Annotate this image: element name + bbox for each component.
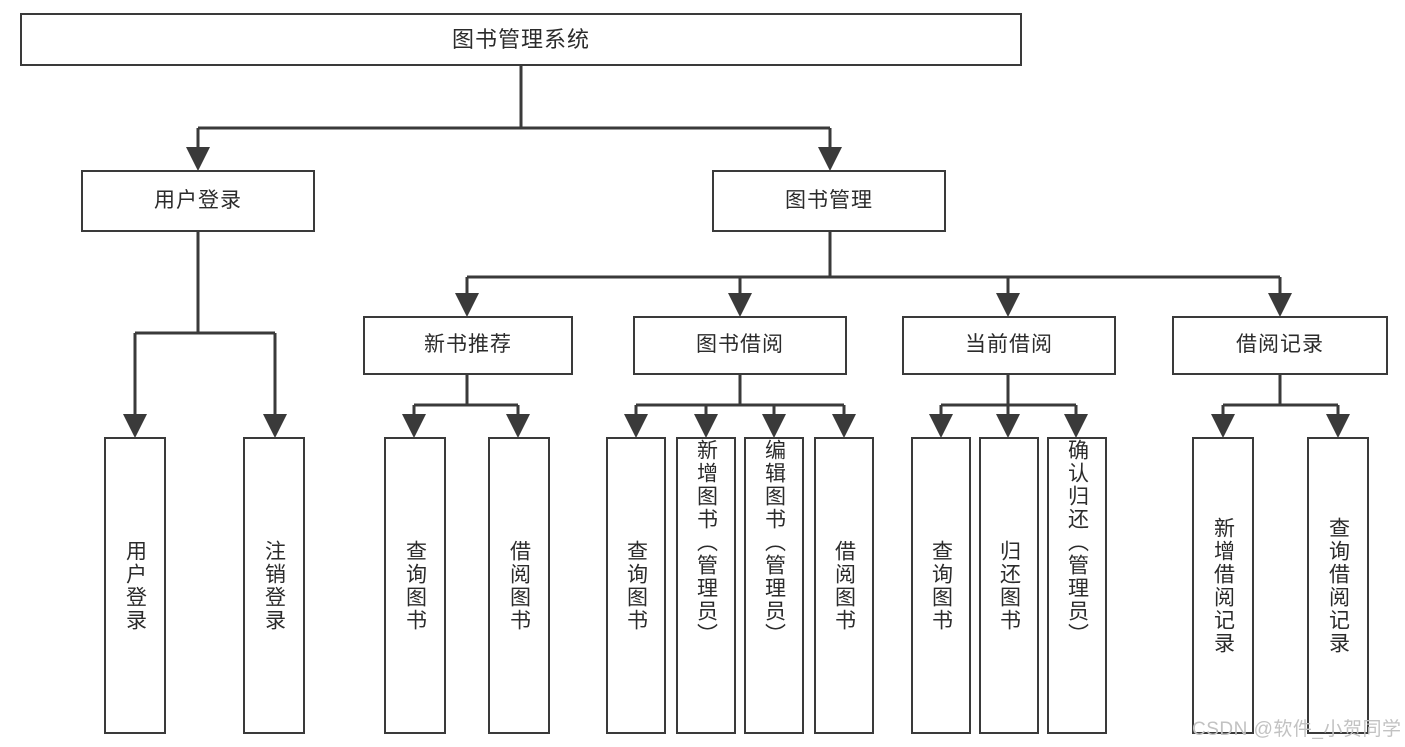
leaf-query-book-2-label: 查询图书	[624, 539, 648, 632]
leaf-return-book[interactable]: 归还图书	[979, 437, 1039, 734]
leaf-query-record-label: 查询借阅记录	[1326, 516, 1350, 655]
leaf-borrow-book-2-label: 借阅图书	[832, 539, 856, 632]
leaf-return-book-label: 归还图书	[997, 539, 1021, 632]
node-book-borrow-label: 图书借阅	[696, 333, 784, 357]
node-book-manage-label: 图书管理	[785, 188, 873, 212]
leaf-user-logout-label: 注销登录	[262, 539, 286, 632]
leaf-edit-book[interactable]: 编辑图书（管理员）	[744, 437, 804, 734]
leaf-query-record[interactable]: 查询借阅记录	[1307, 437, 1369, 734]
leaf-add-book[interactable]: 新增图书（管理员）	[676, 437, 736, 734]
node-current-borrow[interactable]: 当前借阅	[902, 316, 1116, 375]
leaf-add-record[interactable]: 新增借阅记录	[1192, 437, 1254, 734]
leaf-borrow-book-1[interactable]: 借阅图书	[488, 437, 550, 734]
node-root-label: 图书管理系统	[451, 26, 590, 52]
node-book-borrow[interactable]: 图书借阅	[633, 316, 847, 375]
leaf-query-book-1[interactable]: 查询图书	[384, 437, 446, 734]
node-new-book-recommend[interactable]: 新书推荐	[363, 316, 573, 375]
node-book-manage[interactable]: 图书管理	[712, 170, 946, 232]
node-borrow-record[interactable]: 借阅记录	[1172, 316, 1388, 375]
leaf-add-record-label: 新增借阅记录	[1211, 516, 1235, 655]
node-user-login[interactable]: 用户登录	[81, 170, 315, 232]
csdn-watermark: CSDN @软件_小贺同学	[1192, 719, 1402, 740]
node-borrow-record-label: 借阅记录	[1236, 333, 1324, 357]
leaf-add-book-label: 新增图书（管理员）	[694, 439, 718, 646]
leaf-borrow-book-2[interactable]: 借阅图书	[814, 437, 874, 734]
leaf-user-logout[interactable]: 注销登录	[243, 437, 305, 734]
leaf-user-login[interactable]: 用户登录	[104, 437, 166, 734]
leaf-confirm-return[interactable]: 确认归还（管理员）	[1047, 437, 1107, 734]
node-current-borrow-label: 当前借阅	[965, 333, 1053, 357]
node-user-login-label: 用户登录	[154, 188, 242, 212]
leaf-user-login-label: 用户登录	[123, 539, 147, 632]
leaf-query-book-2[interactable]: 查询图书	[606, 437, 666, 734]
leaf-edit-book-label: 编辑图书（管理员）	[762, 439, 786, 646]
leaf-query-book-1-label: 查询图书	[403, 539, 427, 632]
node-root[interactable]: 图书管理系统	[20, 13, 1022, 66]
leaf-confirm-return-label: 确认归还（管理员）	[1065, 439, 1089, 646]
leaf-borrow-book-1-label: 借阅图书	[507, 539, 531, 632]
leaf-query-book-3[interactable]: 查询图书	[911, 437, 971, 734]
node-new-book-recommend-label: 新书推荐	[424, 333, 512, 357]
leaf-query-book-3-label: 查询图书	[929, 539, 953, 632]
